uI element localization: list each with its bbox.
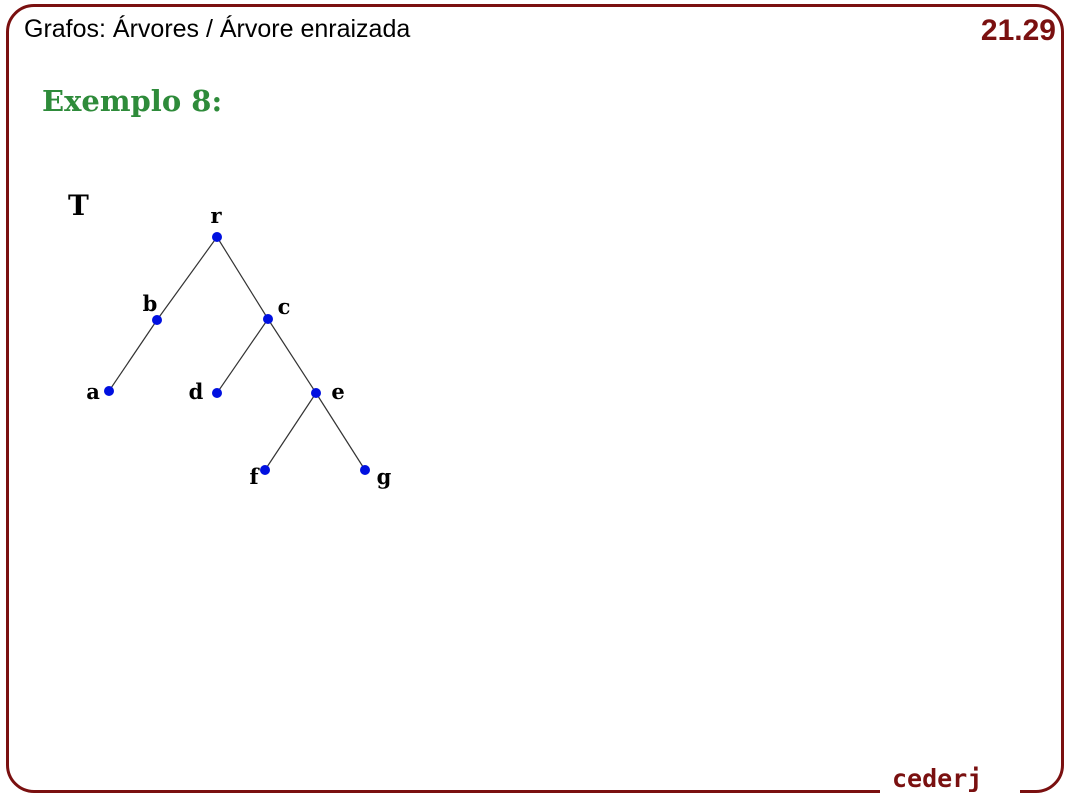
node-label-r: r bbox=[210, 203, 222, 228]
node-b bbox=[152, 315, 162, 325]
node-g bbox=[360, 465, 370, 475]
edge-e-f bbox=[264, 392, 317, 471]
node-d bbox=[212, 388, 222, 398]
node-f bbox=[260, 465, 270, 475]
tree-nodes bbox=[104, 232, 370, 475]
edge-r-b bbox=[156, 236, 218, 321]
tree-label: T bbox=[68, 189, 89, 222]
edge-c-e bbox=[267, 318, 317, 394]
edge-b-a bbox=[108, 319, 158, 392]
node-label-f: f bbox=[249, 464, 260, 489]
node-label-d: d bbox=[189, 379, 204, 404]
frame-gap bbox=[880, 785, 1020, 801]
page-number: 21.29 bbox=[980, 14, 1056, 47]
node-c bbox=[263, 314, 273, 324]
slide-heading: Exemplo 8: bbox=[42, 84, 223, 118]
node-label-b: b bbox=[143, 291, 158, 316]
cederj-logo: cederj bbox=[892, 764, 983, 793]
node-label-a: a bbox=[86, 379, 100, 404]
tree-edges bbox=[108, 236, 366, 471]
slide-frame bbox=[6, 4, 1064, 793]
header-title: Grafos: Árvores / Árvore enraizada bbox=[24, 15, 411, 43]
node-label-g: g bbox=[377, 464, 392, 489]
node-label-e: e bbox=[331, 379, 344, 404]
tree-labels: r b c a d e f g bbox=[86, 203, 391, 489]
node-a bbox=[104, 386, 114, 396]
node-r bbox=[212, 232, 222, 242]
edge-c-d bbox=[216, 318, 269, 394]
edge-e-g bbox=[315, 392, 366, 471]
edge-r-c bbox=[216, 236, 269, 320]
node-e bbox=[311, 388, 321, 398]
node-label-c: c bbox=[278, 294, 291, 319]
